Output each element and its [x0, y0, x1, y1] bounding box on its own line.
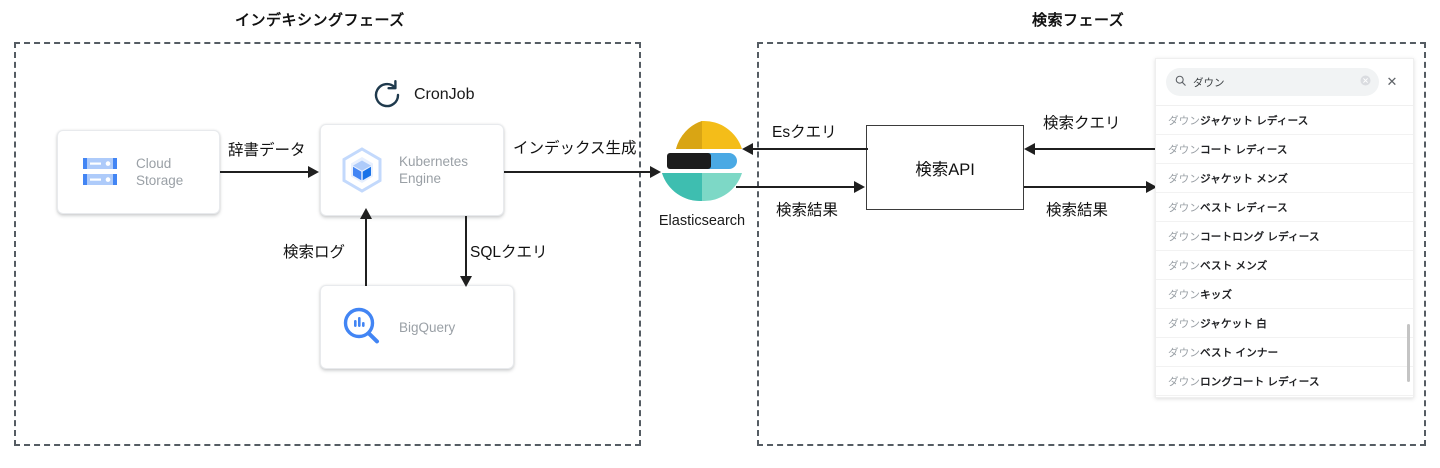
search-phase-boundary [757, 42, 1426, 446]
search-input-value: ダウン [1193, 76, 1225, 89]
suggest-item-completion-part: コートロング レディース [1200, 230, 1320, 243]
edge-label-search-result-left: 検索結果 [776, 202, 839, 219]
suggest-item[interactable]: ダウン ベスト インナー [1156, 338, 1413, 367]
search-suggest-header: ダウン ✕ [1156, 59, 1413, 105]
arrowhead-elasticsearch-to-api [854, 181, 865, 193]
edge-label-es-query: Esクエリ [772, 124, 837, 141]
edge-label-dictionary-data: 辞書データ [228, 142, 306, 159]
indexing-phase-title: インデキシングフェーズ [235, 12, 405, 29]
cronjob-refresh-icon [370, 78, 404, 112]
arrowhead-storage-to-gke [308, 166, 319, 178]
edge-label-search-query: 検索クエリ [1043, 115, 1121, 132]
search-suggest-list: ダウンジャケット レディースダウンコート レディースダウンジャケット メンズダウ… [1156, 105, 1413, 396]
suggest-list-scrollbar[interactable] [1407, 324, 1410, 382]
edge-bigquery-to-gke [365, 216, 367, 286]
edge-api-to-elasticsearch [752, 148, 868, 150]
cronjob-label: CronJob [414, 86, 475, 103]
arrowhead-api-to-ui [1146, 181, 1157, 193]
suggest-item-query-part: ダウン [1168, 375, 1201, 388]
suggest-item[interactable]: ダウンベスト レディース [1156, 193, 1413, 222]
suggest-item-completion-part: ベスト レディース [1200, 201, 1288, 214]
bigquery-icon [333, 305, 391, 349]
kubernetes-engine-icon [333, 146, 391, 194]
suggest-item[interactable]: ダウンジャケット 白 [1156, 309, 1413, 338]
suggest-item-completion-part: ロングコート レディース [1200, 375, 1320, 388]
search-suggest-panel: ダウン ✕ ダウンジャケット レディースダウンコート レディースダウンジャケット… [1155, 58, 1414, 398]
suggest-item[interactable]: ダウンコート レディース [1156, 135, 1413, 164]
arrowhead-api-to-elasticsearch [742, 143, 753, 155]
elasticsearch-logo-icon [654, 115, 750, 207]
clear-circle-icon[interactable] [1360, 73, 1371, 91]
edge-api-to-ui [1024, 186, 1152, 188]
edge-label-search-result-right: 検索結果 [1046, 202, 1109, 219]
edge-ui-to-api [1034, 148, 1155, 150]
edge-storage-to-gke [220, 171, 310, 173]
arrowhead-bigquery-to-gke [360, 208, 372, 219]
suggest-item-query-part: ダウン [1168, 346, 1201, 359]
indexing-phase-boundary [14, 42, 641, 446]
elasticsearch-label: Elasticsearch [658, 213, 746, 229]
node-search-api[interactable]: 検索API [866, 125, 1024, 210]
suggest-item-query-part: ダウン [1168, 317, 1201, 330]
search-input[interactable]: ダウン [1166, 68, 1379, 96]
node-bigquery[interactable]: BigQuery [320, 285, 514, 369]
suggest-item-query-part: ダウン [1168, 114, 1201, 127]
suggest-item-query-part: ダウン [1168, 230, 1201, 243]
edge-label-search-log: 検索ログ [283, 244, 346, 261]
cloud-storage-label: Cloud Storage [136, 156, 184, 188]
suggest-item-completion-part: ジャケット レディース [1200, 114, 1309, 127]
cronjob-node: CronJob [370, 78, 474, 112]
suggest-item-completion-part: ジャケット メンズ [1200, 172, 1289, 185]
cloud-storage-icon [72, 154, 128, 190]
suggest-item-query-part: ダウン [1168, 259, 1201, 272]
node-elasticsearch: Elasticsearch [654, 115, 750, 229]
suggest-item[interactable]: ダウンジャケット メンズ [1156, 164, 1413, 193]
suggest-item[interactable]: ダウンキッズ [1156, 280, 1413, 309]
suggest-item-query-part: ダウン [1168, 201, 1201, 214]
suggest-item-query-part: ダウン [1168, 143, 1201, 156]
arrowhead-ui-to-api [1024, 143, 1035, 155]
kubernetes-engine-label: Kubernetes Engine [399, 154, 469, 186]
suggest-item[interactable]: ダウンコートロング レディース [1156, 222, 1413, 251]
suggest-item-completion-part: ベスト インナー [1200, 346, 1279, 359]
suggest-item-query-part: ダウン [1168, 288, 1201, 301]
search-icon [1175, 73, 1186, 91]
node-cloud-storage[interactable]: Cloud Storage [57, 130, 220, 214]
arrowhead-gke-to-elasticsearch [650, 166, 661, 178]
node-kubernetes-engine[interactable]: Kubernetes Engine [320, 124, 504, 216]
suggest-item-completion-part: ベスト メンズ [1200, 259, 1268, 272]
suggest-item-completion-part: キッズ [1200, 288, 1233, 301]
edge-gke-to-elasticsearch [504, 171, 654, 173]
suggest-item-query-part: ダウン [1168, 172, 1201, 185]
suggest-item[interactable]: ダウンロングコート レディース [1156, 367, 1413, 396]
search-api-label: 検索API [915, 160, 975, 179]
suggest-item[interactable]: ダウンジャケット レディース [1156, 106, 1413, 135]
bigquery-label: BigQuery [399, 319, 456, 335]
edge-label-sql-query: SQLクエリ [470, 244, 548, 261]
close-icon[interactable]: ✕ [1386, 74, 1398, 89]
suggest-item[interactable]: ダウンベスト メンズ [1156, 251, 1413, 280]
suggest-item-completion-part: ジャケット 白 [1200, 317, 1267, 330]
arrowhead-gke-to-bigquery [460, 276, 472, 287]
edge-gke-to-bigquery [465, 216, 467, 278]
edge-label-index-generation: インデックス生成 [513, 140, 637, 157]
edge-elasticsearch-to-api [736, 186, 856, 188]
suggest-item-completion-part: コート レディース [1200, 143, 1288, 156]
search-phase-title: 検索フェーズ [1032, 12, 1125, 29]
